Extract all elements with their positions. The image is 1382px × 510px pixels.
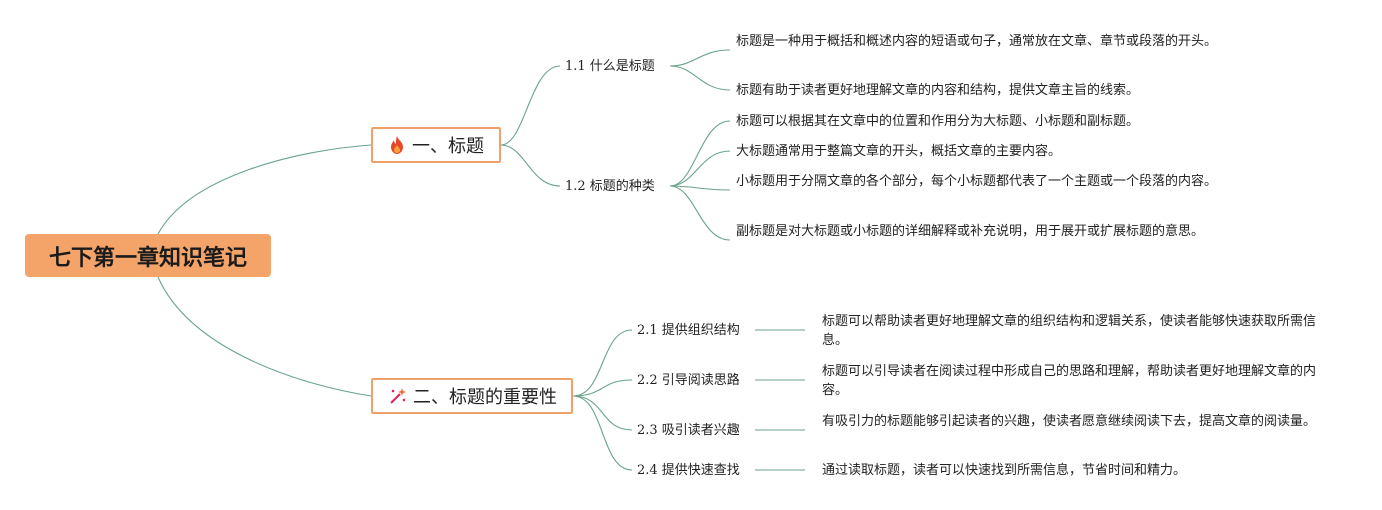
note-2-3[interactable]: 有吸引力的标题能够引起读者的兴趣，使读者愿意继续阅读下去，提高文章的阅读量。 xyxy=(822,414,1317,429)
note-1-1-a[interactable]: 标题是一种用于概括和概述内容的短语或句子，通常放在文章、章节或段落的开头。 xyxy=(736,34,1218,49)
note-2-2[interactable]: 标题可以引导读者在阅读过程中形成自己的思路和理解，帮助读者更好地理解文章的内容。 xyxy=(822,364,1317,398)
link-b2-s23 xyxy=(572,395,633,431)
branch-title-label: 一、标题 xyxy=(412,136,484,157)
sparkle-wand-icon xyxy=(387,386,407,406)
subtopic-1-1[interactable]: 1.1 什么是标题 xyxy=(565,59,655,74)
link-root-b1 xyxy=(157,144,372,235)
note-1-2-b[interactable]: 大标题通常用于整篇文章的开头，概括文章的主要内容。 xyxy=(736,144,1062,159)
link-b1-s12 xyxy=(500,144,561,187)
link-root-b2 xyxy=(157,276,372,397)
link-b2-s24 xyxy=(572,395,633,471)
branch-title[interactable]: 一、标题 xyxy=(371,127,501,163)
link-s12-n2 xyxy=(669,150,731,187)
subtopic-1-2[interactable]: 1.2 标题的种类 xyxy=(565,179,655,194)
link-b2-s22 xyxy=(572,379,633,397)
root-topic-title: 七下第一章知识笔记 xyxy=(48,245,247,271)
branch-importance[interactable]: 二、标题的重要性 xyxy=(371,378,573,414)
subtopic-2-1[interactable]: 2.1 提供组织结构 xyxy=(637,323,740,338)
note-1-2-d[interactable]: 副标题是对大标题或小标题的详细解释或补充说明，用于展开或扩展标题的意思。 xyxy=(736,224,1205,239)
fire-icon xyxy=(388,135,406,155)
note-1-2-c[interactable]: 小标题用于分隔文章的各个部分，每个小标题都代表了一个主题或一个段落的内容。 xyxy=(736,174,1218,189)
subtopic-2-3[interactable]: 2.3 吸引读者兴趣 xyxy=(637,423,740,438)
link-s11-n1 xyxy=(669,49,731,67)
branch-importance-label: 二、标题的重要性 xyxy=(413,387,557,408)
note-2-1[interactable]: 标题可以帮助读者更好地理解文章的组织结构和逻辑关系，使读者能够快速获取所需信息。 xyxy=(822,314,1317,348)
link-b1-s11 xyxy=(500,65,561,146)
subtopic-2-2[interactable]: 2.2 引导阅读思路 xyxy=(637,373,740,388)
subtopic-2-4[interactable]: 2.4 提供快速查找 xyxy=(637,463,740,478)
root-topic[interactable]: 七下第一章知识笔记 xyxy=(25,234,271,277)
link-s12-n1 xyxy=(669,120,731,187)
link-s12-n4 xyxy=(669,185,731,241)
note-1-1-b[interactable]: 标题有助于读者更好地理解文章的内容和结构，提供文章主旨的线索。 xyxy=(736,83,1140,98)
link-s11-n2 xyxy=(669,65,731,91)
note-1-2-a[interactable]: 标题可以根据其在文章中的位置和作用分为大标题、小标题和副标题。 xyxy=(736,114,1140,129)
link-s12-n3 xyxy=(669,185,731,191)
link-b2-s21 xyxy=(572,329,633,397)
note-2-4[interactable]: 通过读取标题，读者可以快速找到所需信息，节省时间和精力。 xyxy=(822,463,1187,478)
